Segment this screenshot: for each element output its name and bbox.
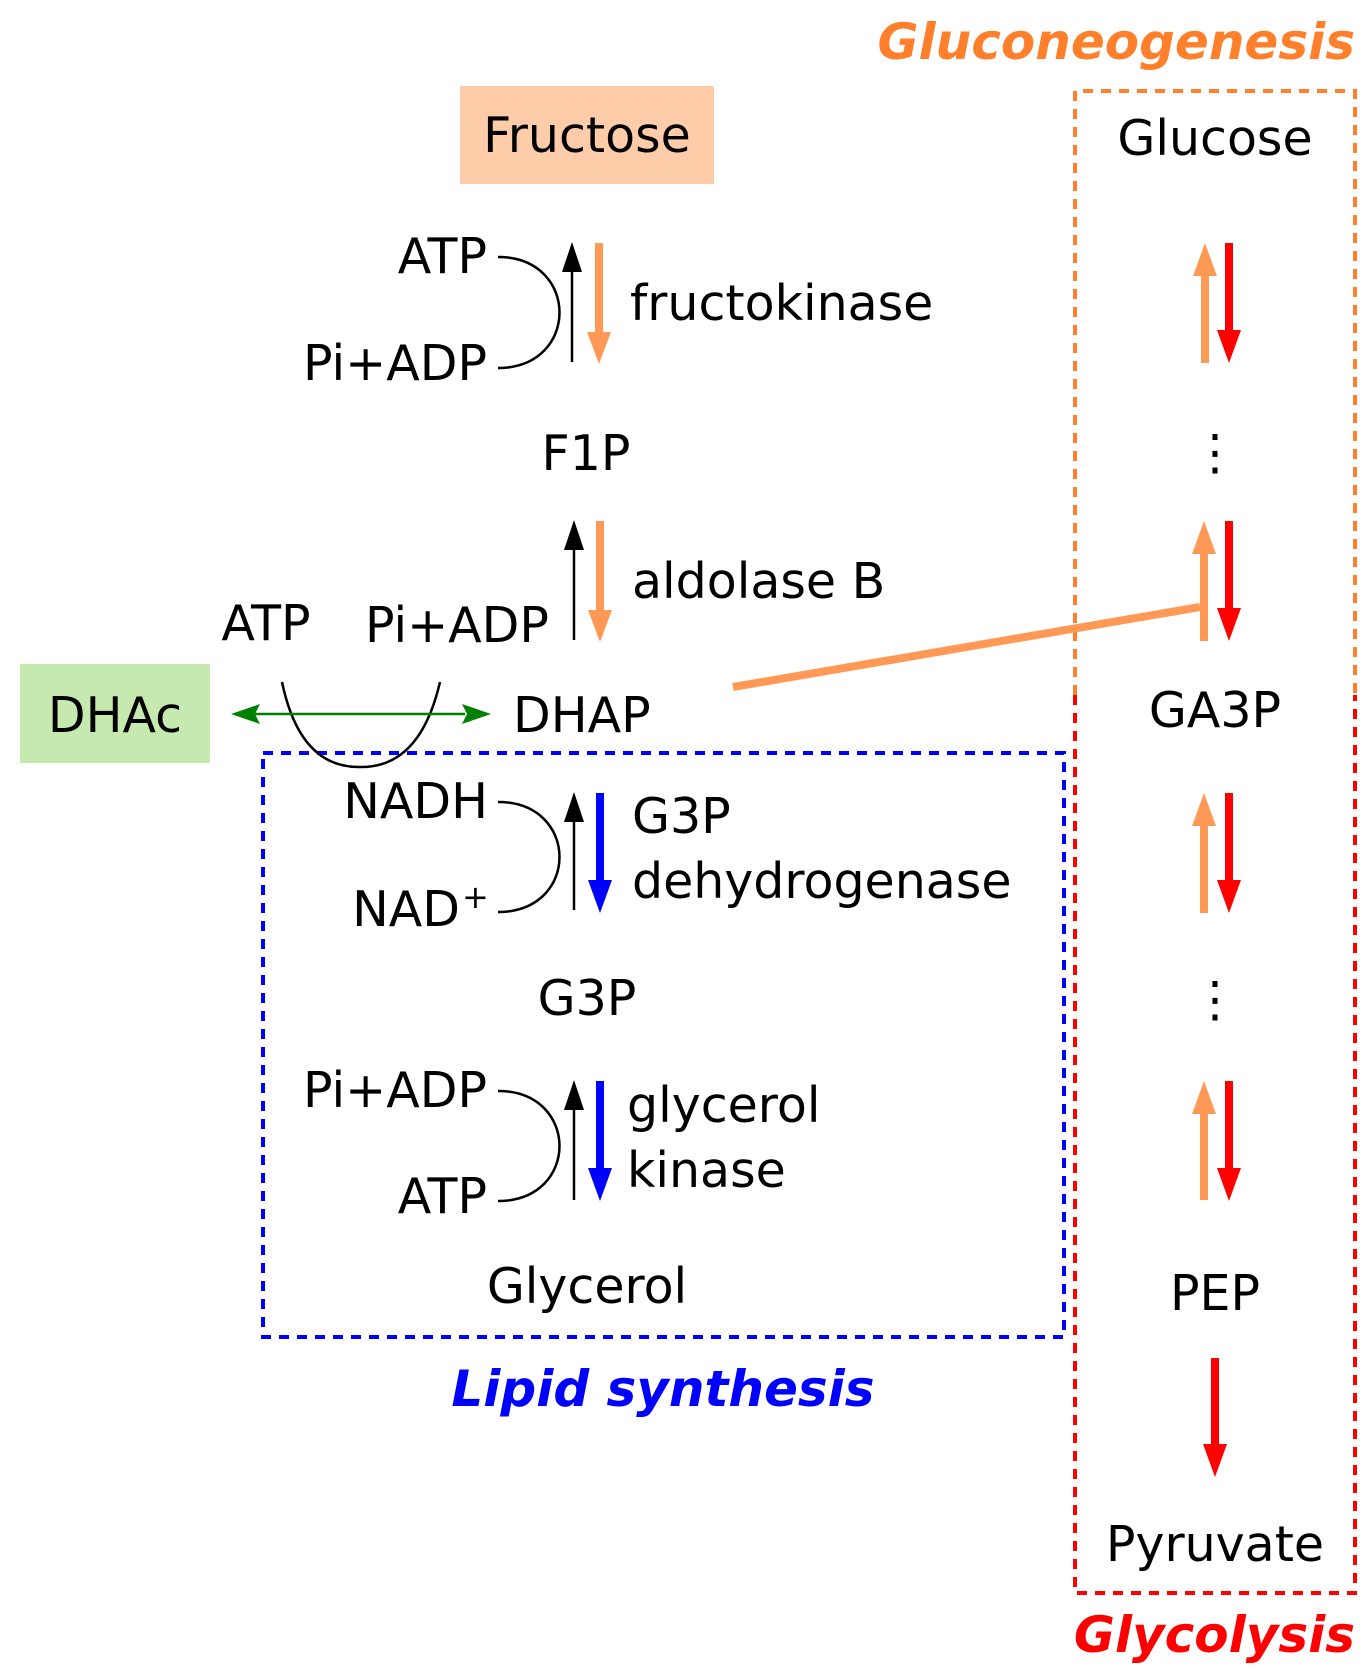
cofactor-arc xyxy=(282,682,440,715)
glycolysis-arrow-head xyxy=(1217,1168,1241,1201)
cofactor-arc-curve xyxy=(280,681,361,769)
enzyme-aldolase-b: aldolase B xyxy=(632,553,885,610)
fructokinase-step: ATP Pi+ADP fructokinase xyxy=(303,228,933,392)
dhap-label: DHAP xyxy=(513,687,651,744)
enzyme-glycerol-kinase-line1: glycerol xyxy=(627,1077,820,1134)
f1p-label: F1P xyxy=(542,425,631,482)
reversible-step-2 xyxy=(1192,521,1241,641)
dhap-to-ga3p-link xyxy=(732,603,1201,691)
gluconeogenesis-arrow-head xyxy=(1192,793,1216,826)
lipid-synthesis-region: Lipid synthesis xyxy=(261,751,1066,1418)
reversible-step-4 xyxy=(1192,1081,1241,1201)
dhac-box xyxy=(20,664,210,763)
gluconeogenesis-box-border xyxy=(1073,89,1357,695)
glycolysis-arrow-head xyxy=(1217,330,1241,363)
g3p-dehydrogenase-step: NADH NAD + G3P dehydrogenase xyxy=(343,773,1011,938)
forward-arrow-head xyxy=(588,880,612,913)
reversible-step-1 xyxy=(1193,243,1241,363)
dhac-node: DHAc xyxy=(20,664,210,763)
enzyme-glycerol-kinase-line2: kinase xyxy=(627,1142,786,1199)
reverse-arrow-head xyxy=(562,242,582,272)
cofactor-arc xyxy=(497,800,561,914)
cofactor-pi-adp: Pi+ADP xyxy=(365,597,549,654)
cofactor-arc xyxy=(497,255,561,370)
reversible-step-3 xyxy=(1192,793,1241,913)
enzyme-g3p-dehydrogenase-line1: G3P xyxy=(632,788,731,845)
pyruvate-label: Pyruvate xyxy=(1106,1516,1324,1573)
fructose-box xyxy=(460,86,714,184)
dhac-dhap-step: ATP Pi+ADP DHAP xyxy=(221,595,651,769)
reverse-arrow-head xyxy=(564,1080,584,1110)
cofactor-atp: ATP xyxy=(398,1168,487,1225)
fructose-label: Fructose xyxy=(483,107,691,164)
g3p-label: G3P xyxy=(538,970,637,1027)
lipid-synthesis-title: Lipid synthesis xyxy=(451,1360,874,1418)
glycolysis-title: Glycolysis xyxy=(1074,1606,1355,1664)
ellipsis-2: ⋮ xyxy=(1191,971,1240,1028)
pep-label: PEP xyxy=(1170,1265,1260,1322)
enzyme-g3p-dehydrogenase-line2: dehydrogenase xyxy=(632,853,1011,910)
glucose-label: Glucose xyxy=(1117,110,1312,167)
glycolysis-gluconeogenesis-column: Glucose ⋮ GA3P ⋮ PEP xyxy=(1106,110,1324,1573)
cofactor-arc-curve-right xyxy=(359,681,442,769)
irreversible-step-pep-pyruvate xyxy=(1203,1358,1227,1477)
gluconeogenesis-arrow-head xyxy=(1193,243,1217,276)
cofactor-pi-adp: Pi+ADP xyxy=(303,335,487,392)
cofactor-nad-plus-sup: + xyxy=(462,878,489,916)
forward-arrow-head xyxy=(588,610,612,642)
reversible-arrow-left-head xyxy=(231,704,260,724)
cofactor-nadh: NADH xyxy=(343,773,488,830)
lipid-synthesis-box-border xyxy=(261,751,1066,1339)
enzyme-fructokinase: fructokinase xyxy=(630,275,933,332)
forward-arrow-head xyxy=(588,1168,612,1201)
glycolysis-region: Glycolysis xyxy=(1073,695,1357,1664)
glycerol-label: Glycerol xyxy=(487,1258,687,1315)
gluconeogenesis-title: Gluconeogenesis xyxy=(878,13,1356,71)
dhac-label: DHAc xyxy=(48,687,182,744)
reversible-arrow-right-head xyxy=(462,704,491,724)
ga3p-label: GA3P xyxy=(1149,682,1281,739)
fructose-node: Fructose xyxy=(460,86,714,184)
gluconeogenesis-region: Gluconeogenesis xyxy=(878,13,1357,695)
link-line xyxy=(732,603,1201,691)
aldolase-b-step: aldolase B xyxy=(564,520,885,642)
ellipsis-1: ⋮ xyxy=(1191,424,1240,481)
cofactor-nad-plus: NAD xyxy=(352,881,460,938)
glycolysis-box-border xyxy=(1073,695,1357,1595)
cofactor-pi-adp: Pi+ADP xyxy=(303,1062,487,1119)
cofactor-atp: ATP xyxy=(221,595,310,652)
glycolysis-arrow-head xyxy=(1203,1444,1227,1477)
glycolysis-arrow-head xyxy=(1217,608,1241,641)
gluconeogenesis-arrow-head xyxy=(1192,521,1216,554)
cofactor-arc xyxy=(497,1089,561,1203)
forward-arrow-head xyxy=(587,332,611,364)
cofactor-atp: ATP xyxy=(398,228,487,285)
glycerol-kinase-step: Pi+ADP ATP glycerol kinase xyxy=(303,1062,820,1225)
reverse-arrow-head xyxy=(564,792,584,822)
glycolysis-arrow-head xyxy=(1217,880,1241,913)
gluconeogenesis-arrow-head xyxy=(1192,1081,1216,1114)
reverse-arrow-head xyxy=(564,520,584,550)
